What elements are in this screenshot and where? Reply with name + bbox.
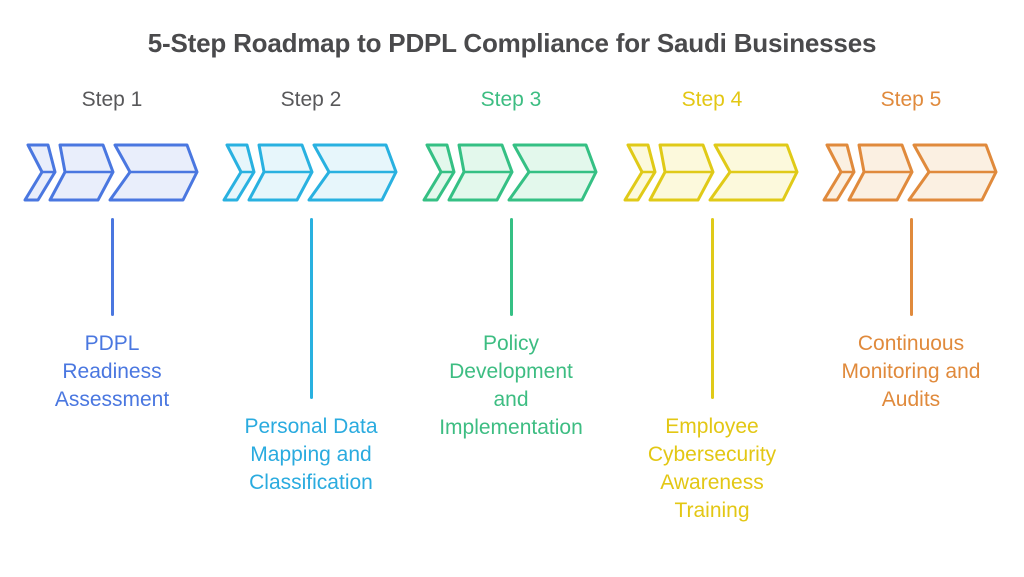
connector-line	[309, 218, 313, 399]
connector-line	[110, 218, 114, 316]
page-title: 5-Step Roadmap to PDPL Compliance for Sa…	[147, 28, 877, 58]
step-column: Step 5 Continuous Monitoring and Audits	[811, 85, 1011, 414]
chevron-arrows-icon	[822, 143, 998, 202]
step-label: Step 4	[681, 88, 743, 111]
step-label: Step 1	[81, 88, 143, 111]
step-column: Step 2 Personal Data Mapping and Classif…	[211, 85, 411, 497]
step-description: Continuous Monitoring and Audits	[841, 332, 981, 411]
step-description: PDPL Readiness Assessment	[54, 332, 170, 411]
chevron-arrows-icon	[222, 143, 398, 202]
step-description: Policy Development and Implementation	[439, 332, 583, 439]
connector-line	[909, 218, 913, 316]
step-label: Step 5	[880, 88, 942, 111]
step-column: Step 3 Policy Development and Implementa…	[411, 85, 611, 442]
chevron-arrows-icon	[23, 143, 199, 202]
step-description: Employee Cybersecurity Awareness Trainin…	[647, 415, 777, 522]
step-label: Step 2	[280, 88, 342, 111]
step-label: Step 3	[480, 88, 542, 111]
step-column: Step 4 Employee Cybersecurity Awareness …	[612, 85, 812, 525]
step-column: Step 1 PDPL Readiness Assessment	[12, 85, 212, 414]
connector-line	[509, 218, 513, 316]
chevron-arrows-icon	[623, 143, 799, 202]
step-description: Personal Data Mapping and Classification	[244, 415, 378, 494]
chevron-arrows-icon	[422, 143, 598, 202]
connector-line	[710, 218, 714, 399]
